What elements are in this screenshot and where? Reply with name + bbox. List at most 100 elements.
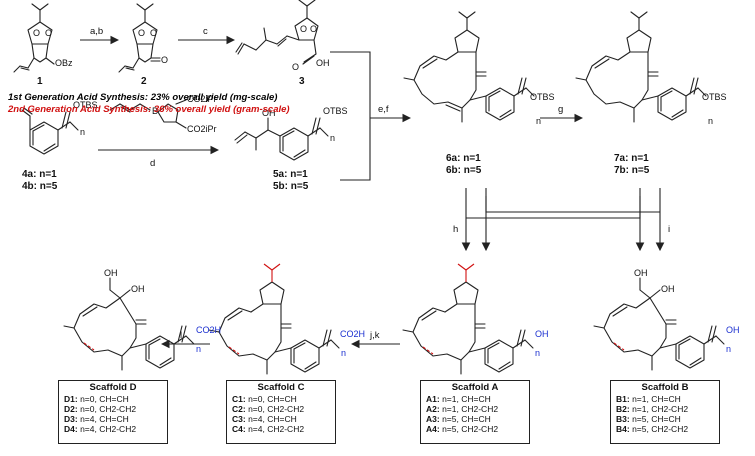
o-label-2a: O	[138, 28, 145, 38]
scaffold-d-row-1: n=0, CH=CH	[80, 394, 129, 404]
o-label-2b: O	[150, 28, 157, 38]
compound-label-6a: 6a: n=1	[446, 153, 481, 164]
scaffold-a-row-1: n=1, CH=CH	[442, 394, 491, 404]
reagent-label-ef: e,f	[378, 104, 389, 115]
o-label-1b: O	[45, 28, 52, 38]
scaffold-b-title: Scaffold B	[641, 382, 689, 393]
scaffold-d-structure	[63, 277, 195, 371]
scaffold-a-row-4-id: A4:	[426, 424, 440, 434]
compound-1-structure	[13, 3, 55, 73]
otbs-label-7: OTBS	[702, 92, 727, 102]
scaffold-a-row-4: n=5, CH2-CH2	[442, 424, 499, 434]
scaffold-c-row-3: n=4, CH=CH	[248, 414, 297, 424]
scaffold-a-structure	[402, 281, 534, 375]
n-label-b: n	[726, 344, 731, 354]
scaffold-c-row-4: n=4, CH2-CH2	[248, 424, 305, 434]
scaffold-d-row-1-id: D1:	[64, 394, 78, 404]
scaffold-d-row-4: n=4, CH2-CH2	[80, 424, 137, 434]
scaffold-c-row-4-id: C4:	[232, 424, 246, 434]
reagent-label-l: l	[180, 330, 182, 341]
scaffold-b-row-2-id: B2:	[616, 404, 630, 414]
scaffold-c-box: Scaffold C C1: n=0, CH=CH C2: n=0, CH2-C…	[226, 380, 336, 444]
scaffold-b-row-3-id: B3:	[616, 414, 630, 424]
scaffold-d-box: Scaffold D D1: n=0, CH=CH D2: n=0, CH2-C…	[58, 380, 168, 444]
scaffold-a-row-1-id: A1:	[426, 394, 440, 404]
compound-2-structure	[118, 3, 161, 73]
compound-label-3: 3	[299, 76, 305, 87]
n-label-5: n	[330, 133, 335, 143]
scaffold-a-title: Scaffold A	[451, 382, 499, 393]
oh-label-b3: OH	[726, 325, 740, 335]
o-label-3c: O	[292, 62, 299, 72]
compound-3-structure	[235, 0, 319, 65]
scaffold-c-row-1-id: C1:	[232, 394, 246, 404]
scaffold-a-row-3-id: A3:	[426, 414, 440, 424]
scaffold-a-row-3: n=5, CH=CH	[442, 414, 491, 424]
reagent-label-i: i	[668, 224, 670, 235]
second-gen-note: 2nd Generation Acid Synthesis: 36% overa…	[7, 104, 290, 115]
compound-label-2: 2	[141, 76, 147, 87]
n-label-4: n	[80, 127, 85, 137]
n-label-6: n	[536, 116, 541, 126]
o-label-3b: O	[310, 24, 317, 34]
otbs-label-6: OTBS	[530, 92, 555, 102]
scaffold-d-row-2: n=0, CH2-CH2	[80, 404, 137, 414]
o-label-2c: O	[161, 55, 168, 65]
n-label-c: n	[341, 348, 346, 358]
scaffold-c-row-1: n=0, CH=CH	[248, 394, 297, 404]
scaffold-d-row-3: n=4, CH=CH	[80, 414, 129, 424]
scaffold-c-row-3-id: C3:	[232, 414, 246, 424]
co2ipr-label-1: CO2iPr	[187, 94, 217, 104]
scaffold-c-row-2: n=0, CH2-CH2	[248, 404, 305, 414]
crotylboronate-structure	[109, 99, 187, 129]
oh-label-5: OH	[262, 108, 276, 118]
scaffold-d-row-4-id: D4:	[64, 424, 78, 434]
o-label-1a: O	[33, 28, 40, 38]
oh-label-a: OH	[535, 329, 549, 339]
compound-label-4a: 4a: n=1	[22, 169, 57, 180]
scaffold-b-row-1: n=1, CH=CH	[632, 394, 681, 404]
co2h-label-d: CO2H	[196, 325, 221, 335]
oh-label-b1: OH	[634, 268, 648, 278]
compound-label-7a: 7a: n=1	[614, 153, 649, 164]
compound-label-1: 1	[37, 76, 43, 87]
oh-label-d1: OH	[104, 268, 118, 278]
compound-6-structure	[403, 11, 535, 123]
scaffold-b-row-3: n=5, CH=CH	[632, 414, 681, 424]
scaffold-b-row-2: n=1, CH2-CH2	[632, 404, 689, 414]
n-label-7: n	[708, 116, 713, 126]
arrow-ef	[330, 51, 371, 181]
scaffold-a-row-2-id: A2:	[426, 404, 440, 414]
scaffold-a-box: Scaffold A A1: n=1, CH=CH A2: n=1, CH2-C…	[420, 380, 530, 444]
scaffold-c-row-2-id: C2:	[232, 404, 246, 414]
compound-label-6b: 6b: n=5	[446, 165, 482, 176]
scaffold-b-row-4-id: B4:	[616, 424, 630, 434]
scaffold-d-row-2-id: D2:	[64, 404, 78, 414]
compound-label-7b: 7b: n=5	[614, 165, 650, 176]
compound-label-4b: 4b: n=5	[22, 181, 58, 192]
scaffold-b-row-4: n=5, CH2-CH2	[632, 424, 689, 434]
co2ipr-label-2: CO2iPr	[187, 124, 217, 134]
otbs-label-5: OTBS	[323, 106, 348, 116]
n-label-a: n	[535, 348, 540, 358]
compound-4-structure	[21, 107, 79, 155]
obz-label: OBz	[55, 58, 73, 68]
scaffold-b-row-1-id: B1:	[616, 394, 630, 404]
scaffold-c-title: Scaffold C	[257, 382, 305, 393]
oh-label-3: OH	[316, 58, 330, 68]
scaffold-d-title: Scaffold D	[89, 382, 137, 393]
scaffold-b-box: Scaffold B B1: n=1, CH=CH B2: n=1, CH2-C…	[610, 380, 720, 444]
o-label-3a: O	[300, 24, 307, 34]
oh-label-d2: OH	[131, 284, 145, 294]
compound-label-5b: 5b: n=5	[273, 181, 309, 192]
compound-5-structure	[234, 117, 329, 161]
co2h-label-c: CO2H	[340, 329, 365, 339]
reagent-label-c: c	[203, 26, 208, 37]
scaffold-b-structure	[593, 277, 725, 371]
reagent-label-jk: j,k	[369, 330, 380, 341]
n-label-d: n	[196, 344, 201, 354]
reagent-label-ab: a,b	[90, 26, 103, 37]
reagent-label-d: d	[150, 158, 155, 169]
scaffold-c-structure	[208, 281, 340, 375]
